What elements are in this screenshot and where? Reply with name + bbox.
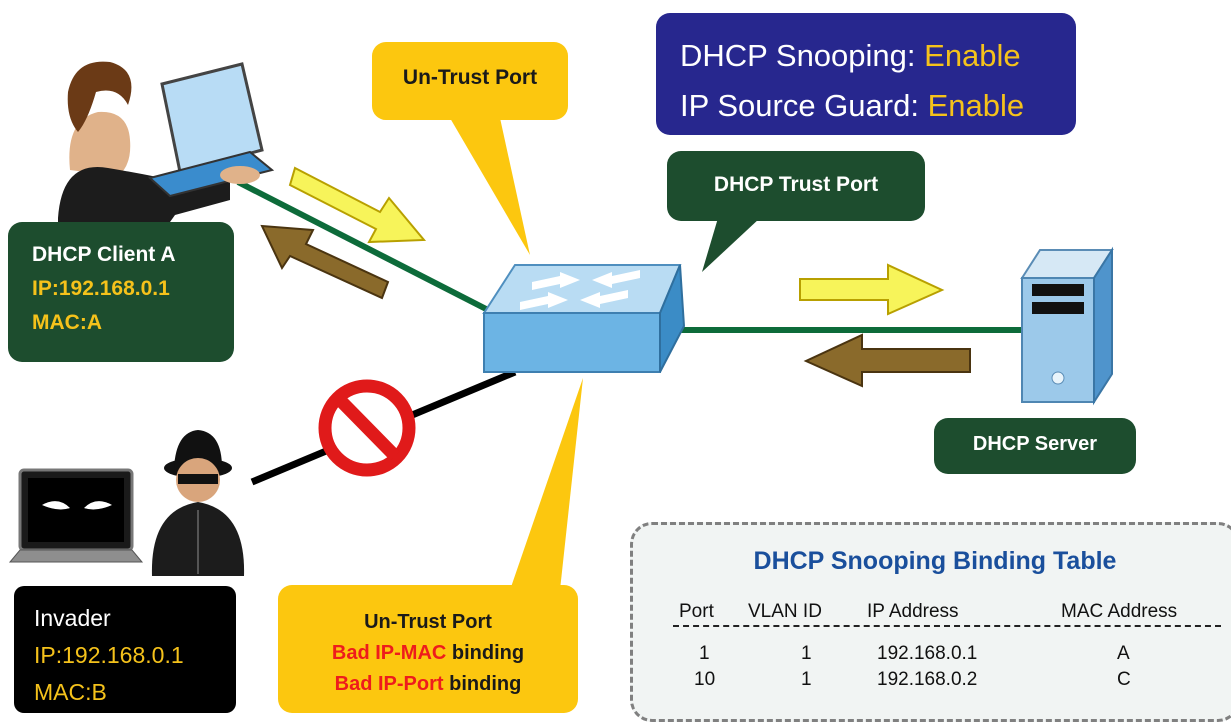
- dhcp-snooping-value: Enable: [924, 38, 1021, 73]
- untrust-bottom-tail: [510, 378, 583, 590]
- untrust-port-callout-bottom: Un-Trust Port Bad IP-MAC binding Bad IP-…: [278, 585, 578, 713]
- ip-source-guard-status: IP Source Guard: Enable: [680, 81, 1076, 131]
- server-name: DHCP Server: [972, 433, 1098, 455]
- bad-ip-mac-line: Bad IP-MAC binding: [278, 638, 578, 669]
- bad-ip-mac-suffix: binding: [446, 642, 525, 664]
- header-mac-address: MAC Address: [1061, 601, 1178, 622]
- row1-ip: 192.168.0.1: [877, 643, 978, 664]
- client-ip: IP:192.168.0.1: [32, 277, 170, 300]
- arrow-server-to-switch: [803, 333, 971, 388]
- row1-mac: A: [1117, 643, 1130, 664]
- invader-mac: MAC:B: [34, 679, 107, 705]
- bad-ip-port-line: Bad IP-Port binding: [278, 669, 578, 700]
- row1-port: 1: [699, 643, 710, 664]
- untrust-port-label-top: Un-Trust Port: [402, 66, 538, 89]
- arrow-switch-to-server: [799, 263, 945, 316]
- trust-port-label: DHCP Trust Port: [713, 173, 879, 196]
- binding-table-title: DHCP Snooping Binding Table: [753, 547, 1117, 575]
- server-icon: [1020, 246, 1114, 406]
- status-panel: DHCP Snooping: Enable IP Source Guard: E…: [656, 13, 1076, 135]
- header-ip-address: IP Address: [867, 601, 959, 622]
- binding-table: DHCP Snooping Binding Table Port VLAN ID…: [630, 522, 1231, 722]
- dhcp-snooping-label: DHCP Snooping:: [680, 38, 916, 73]
- client-user-icon: [58, 61, 275, 222]
- client-mac: MAC:A: [32, 311, 102, 334]
- header-vlan-id: VLAN ID: [748, 601, 822, 622]
- client-name: DHCP Client A: [32, 243, 176, 266]
- arrow-client-to-switch: [288, 166, 427, 244]
- client-link: [236, 179, 492, 314]
- header-port: Port: [679, 601, 714, 622]
- invader-info-box: Invader IP:192.168.0.1 MAC:B: [14, 586, 236, 713]
- untrust-top-tail: [450, 118, 530, 255]
- invader-laptop-icon: [8, 468, 144, 563]
- invader-figure-icon: [151, 430, 245, 576]
- header-divider: [673, 625, 1221, 627]
- ip-source-guard-value: Enable: [927, 88, 1025, 123]
- trust-port-callout: DHCP Trust Port: [667, 151, 925, 221]
- row2-mac: C: [1117, 669, 1131, 690]
- bad-ip-mac-highlight: Bad IP-MAC: [331, 642, 447, 664]
- arrow-switch-to-client: [260, 224, 390, 300]
- ip-source-guard-label: IP Source Guard:: [680, 88, 919, 123]
- row2-port: 10: [694, 669, 716, 690]
- row2-vlan: 1: [801, 669, 812, 690]
- client-info-box: DHCP Client A IP:192.168.0.1 MAC:A: [8, 222, 234, 362]
- invader-ip: IP:192.168.0.1: [34, 642, 184, 668]
- row1-vlan: 1: [801, 643, 812, 664]
- untrust-port-callout-top: Un-Trust Port: [372, 42, 568, 120]
- switch-icon: [482, 264, 686, 373]
- trust-port-tail: [702, 218, 760, 272]
- bad-ip-port-suffix: binding: [443, 673, 522, 695]
- invader-name: Invader: [34, 605, 111, 631]
- dhcp-snooping-status: DHCP Snooping: Enable: [680, 31, 1076, 81]
- row2-ip: 192.168.0.2: [877, 669, 978, 690]
- server-label-box: DHCP Server: [934, 418, 1136, 474]
- untrust-port-label-bottom: Un-Trust Port: [364, 611, 492, 633]
- bad-ip-port-highlight: Bad IP-Port: [334, 673, 444, 695]
- blocked-icon: [318, 379, 416, 477]
